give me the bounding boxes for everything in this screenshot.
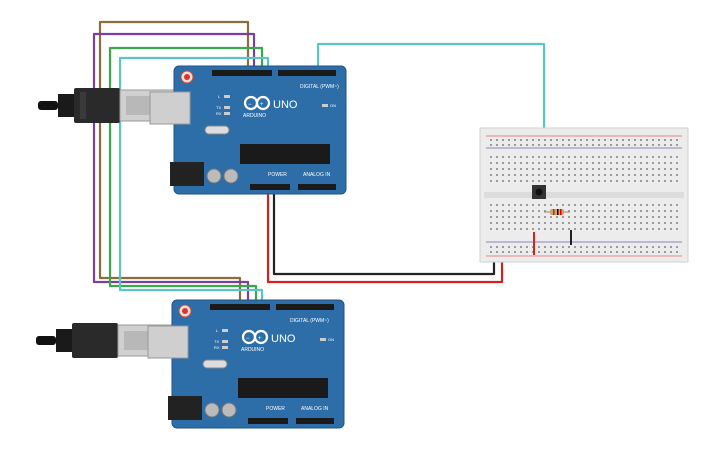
led-rx: [222, 346, 228, 349]
wires: [92, 20, 546, 300]
led-l: [224, 95, 230, 98]
analog-label: ANALOG IN: [301, 406, 329, 412]
logo-text: ARDUINO: [243, 113, 266, 119]
led-on: [320, 338, 326, 341]
microcontroller-chip: [240, 144, 330, 164]
led-on: [322, 104, 328, 107]
arduino-logo-icon: − +: [243, 95, 271, 111]
model-text: UNO: [271, 333, 296, 345]
wire-cyan-breadboard[interactable]: [316, 42, 546, 158]
wire-green[interactable]: [108, 46, 264, 300]
usb-cable-icon[interactable]: [36, 323, 175, 358]
power-label: POWER: [268, 172, 287, 178]
svg-text:TX: TX: [216, 105, 221, 110]
analog-label: ANALOG IN: [303, 172, 331, 178]
svg-text:ON: ON: [330, 103, 336, 108]
crystal: [204, 125, 230, 135]
svg-text:TX: TX: [214, 339, 219, 344]
arduino-logo-icon: − +: [241, 329, 269, 345]
digital-label: DIGITAL (PWM~): [290, 318, 329, 324]
svg-text:+: +: [258, 336, 262, 342]
svg-text:ON: ON: [328, 337, 334, 342]
crystal: [202, 359, 228, 369]
model-text: UNO: [273, 99, 298, 111]
wire-cyan-left[interactable]: [118, 56, 270, 300]
led-l: [222, 329, 228, 332]
led-rx: [224, 112, 230, 115]
logo-text: ARDUINO: [241, 347, 264, 353]
wire-black-gnd[interactable]: [272, 188, 496, 276]
arduino-board-bottom[interactable]: DIGITAL (PWM~) − + ARDUINO UNO L TX RX O…: [147, 299, 345, 429]
power-label: POWER: [266, 406, 285, 412]
arduino-board-top[interactable]: DIGITAL (PWM~) − + ARDUINO UNO L TX RX O…: [149, 65, 347, 195]
svg-text:L: L: [218, 94, 221, 99]
wire-red-power[interactable]: [266, 188, 504, 284]
svg-text:RX: RX: [216, 111, 222, 116]
led-tx: [222, 340, 228, 343]
digital-label: DIGITAL (PWM~): [300, 84, 339, 90]
resistor-icon[interactable]: [544, 209, 570, 215]
push-button-icon[interactable]: [532, 185, 546, 199]
svg-text:L: L: [216, 328, 219, 333]
microcontroller-chip: [238, 378, 328, 398]
led-tx: [224, 106, 230, 109]
svg-text:−: −: [248, 102, 252, 108]
svg-text:+: +: [260, 102, 264, 108]
svg-text:RX: RX: [214, 345, 220, 350]
breadboard[interactable]: [479, 127, 689, 263]
svg-text:−: −: [246, 336, 250, 342]
